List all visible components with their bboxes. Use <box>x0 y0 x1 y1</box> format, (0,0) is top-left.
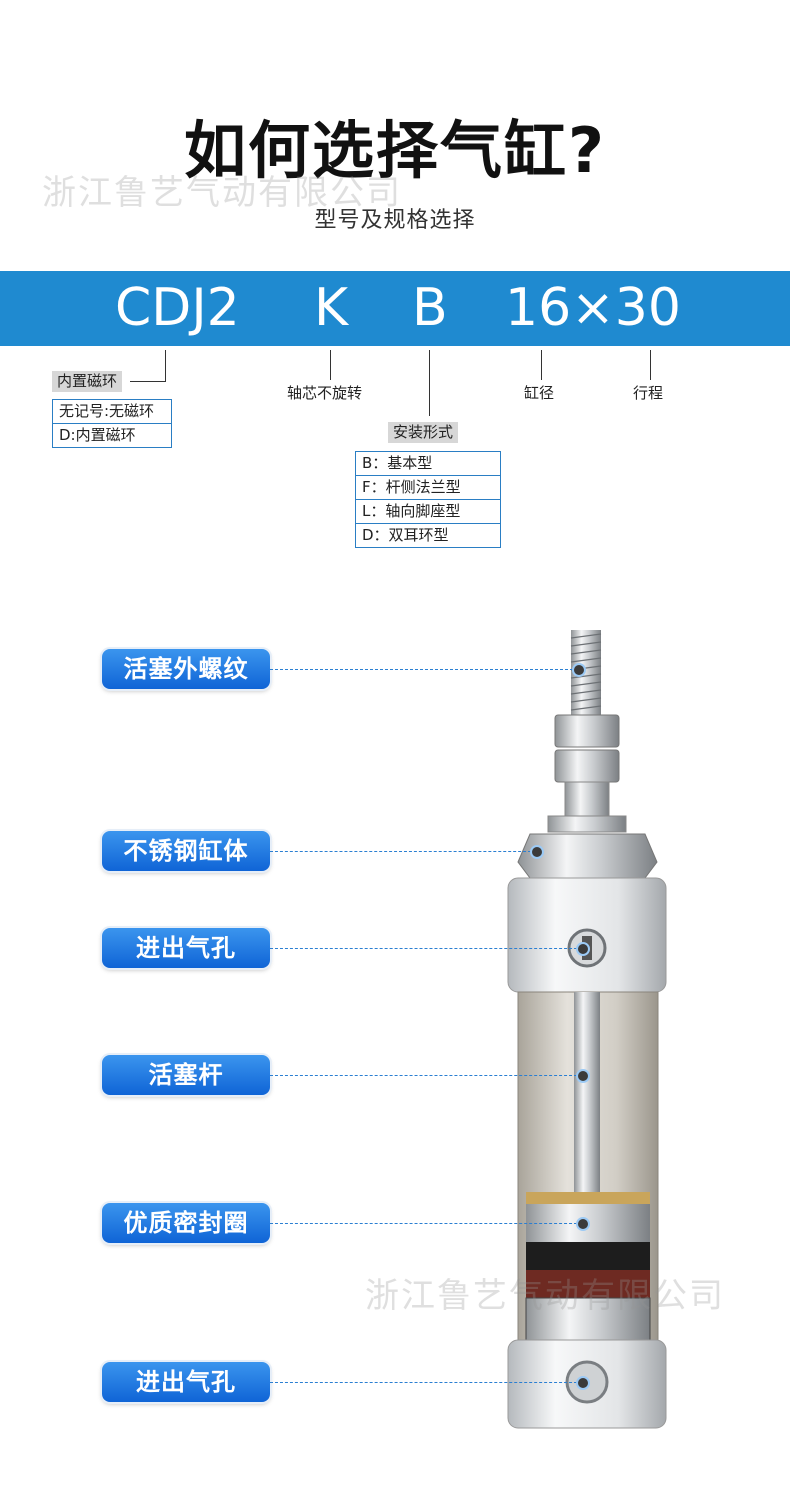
watermark-top: 浙江鲁艺气动有限公司 <box>42 173 402 213</box>
mount-option: L：轴向脚座型 <box>356 500 500 524</box>
callout-dot <box>576 1376 590 1390</box>
callout-dot <box>530 845 544 859</box>
magnet-option: D:内置磁环 <box>59 426 136 444</box>
piston-shape <box>525 1297 651 1341</box>
nut-shape <box>554 714 620 748</box>
rod-neck-shape <box>564 781 610 819</box>
code-size: 16×30 <box>505 278 681 338</box>
mount-thread-shape <box>547 815 627 833</box>
leader-line <box>270 669 578 670</box>
callout-dot <box>572 663 586 677</box>
code-mount: B <box>412 278 448 338</box>
model-code-band <box>0 271 790 346</box>
nut-shape <box>554 749 620 783</box>
leader-line <box>270 1075 582 1076</box>
connector-mount <box>429 350 430 416</box>
callout-air-port: 进出气孔 <box>102 928 270 968</box>
leader-line <box>270 851 536 852</box>
connector-magnet-v <box>165 350 166 381</box>
leader-line <box>270 948 582 949</box>
connector-rod <box>330 350 331 380</box>
callout-dot <box>576 1069 590 1083</box>
callout-dot <box>576 942 590 956</box>
callout-piston-rod: 活塞杆 <box>102 1055 270 1095</box>
cylinder-illustration <box>507 630 667 1429</box>
mount-option: B：基本型 <box>356 452 500 476</box>
bore-label: 缸径 <box>524 384 555 402</box>
mount-options-box: B：基本型 F：杆侧法兰型 L：轴向脚座型 D：双耳环型 <box>355 451 501 548</box>
leader-line <box>270 1223 582 1224</box>
stroke-label: 行程 <box>633 384 664 402</box>
mount-option: F：杆侧法兰型 <box>356 476 500 500</box>
leader-line <box>270 1382 582 1383</box>
seal-shape <box>526 1270 650 1298</box>
connector-stroke <box>650 350 651 380</box>
code-rod: K <box>314 278 349 338</box>
page-title: 如何选择气缸? <box>184 114 606 187</box>
magnet-label: 内置磁环 <box>52 371 123 392</box>
callout-piston-thread: 活塞外螺纹 <box>102 649 270 689</box>
callout-air-port-bottom: 进出气孔 <box>102 1362 270 1402</box>
piston-rod-shape <box>574 992 600 1192</box>
callout-stainless-body: 不锈钢缸体 <box>102 831 270 871</box>
connector-bore <box>541 350 542 380</box>
callout-dot <box>576 1217 590 1231</box>
mount-option: D：双耳环型 <box>362 526 449 544</box>
magnet-options-box: 无记号:无磁环 D:内置磁环 <box>52 399 172 448</box>
code-series: CDJ2 <box>115 278 240 338</box>
page-subtitle: 型号及规格选择 <box>314 208 476 233</box>
rod-label: 轴芯不旋转 <box>287 384 363 402</box>
callout-seal: 优质密封圈 <box>102 1203 270 1243</box>
watermark-bottom: 浙江鲁艺气动有限公司 <box>365 1276 725 1316</box>
connector-magnet-h <box>130 381 166 382</box>
seal-shape <box>526 1242 650 1270</box>
mount-label: 安装形式 <box>388 422 459 443</box>
magnet-option: 无记号:无磁环 <box>53 400 171 424</box>
piston-ring-shape <box>526 1192 650 1204</box>
